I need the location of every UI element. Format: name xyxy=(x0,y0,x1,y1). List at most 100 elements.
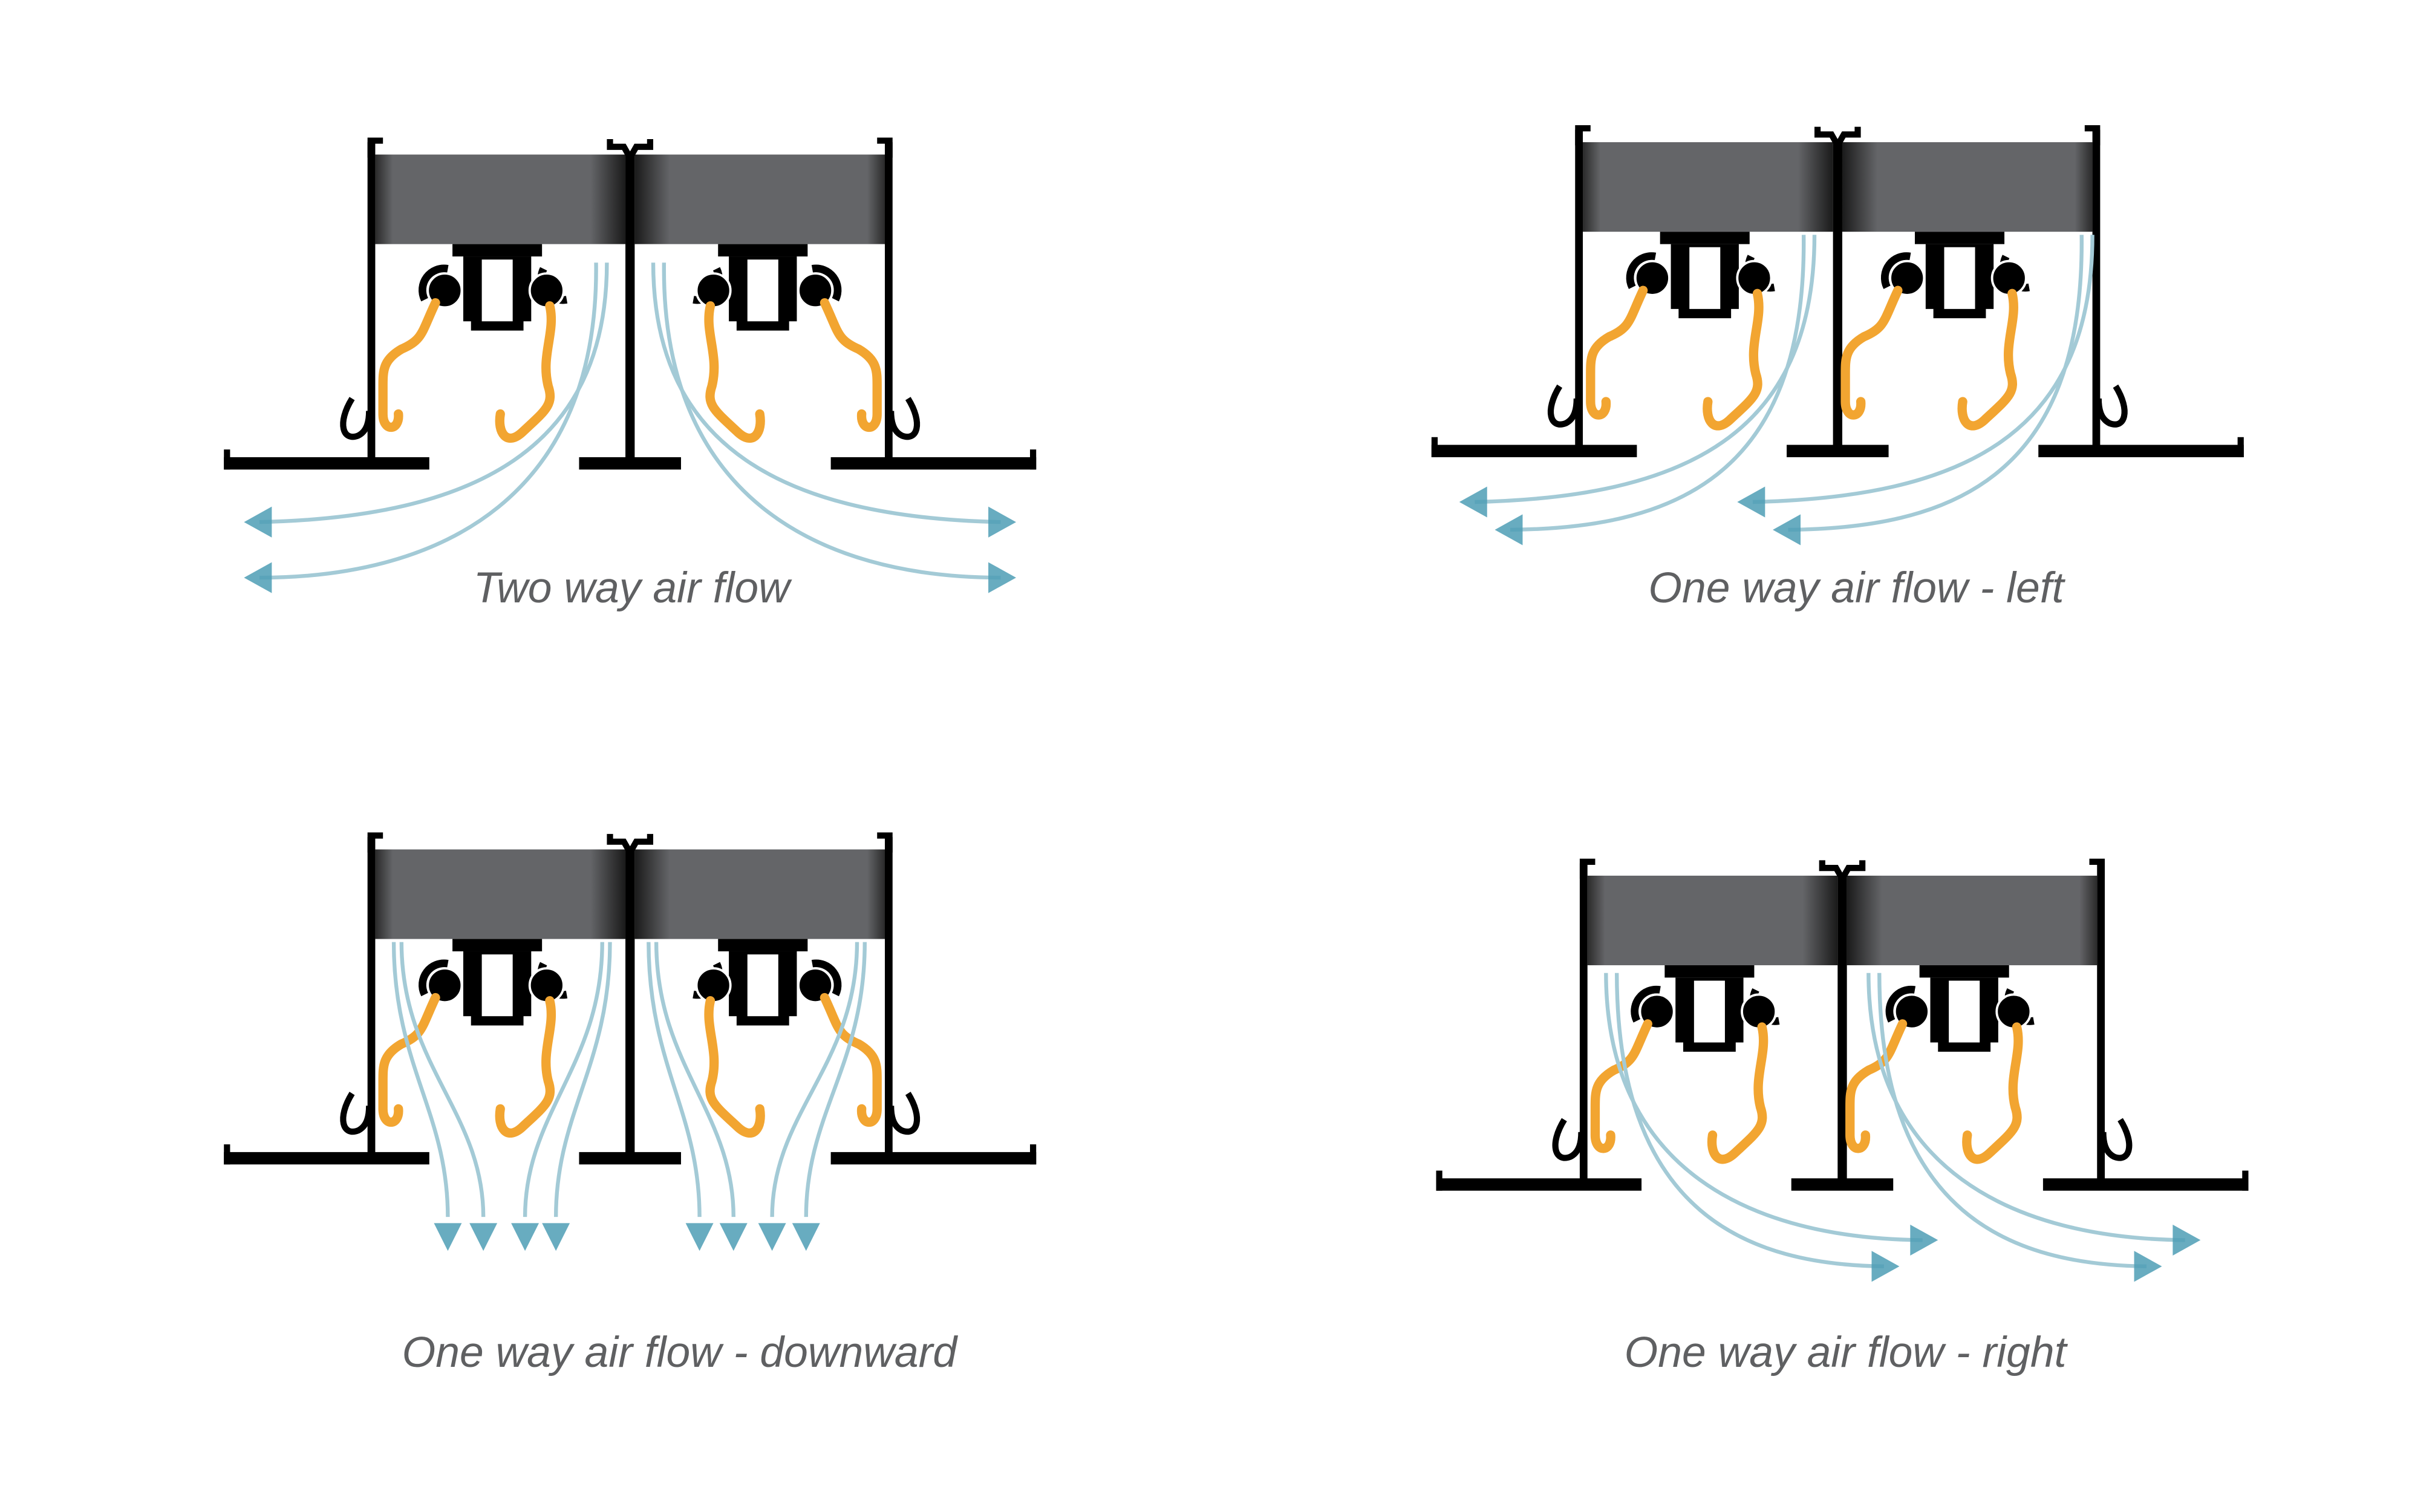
pivot-circle xyxy=(528,272,565,309)
airflow-line xyxy=(1510,235,1806,532)
pivot-circle xyxy=(528,967,565,1004)
airflow-line xyxy=(1615,973,1884,1269)
motor-mount xyxy=(1919,965,2009,978)
left-flange-lip xyxy=(1431,437,1438,457)
pivot-circle xyxy=(1995,993,2032,1030)
blade-right xyxy=(704,301,765,443)
filter-block-right xyxy=(634,849,885,939)
right-wall xyxy=(2092,129,2101,451)
pivot-circle xyxy=(695,272,732,309)
blade-left xyxy=(1590,1019,1652,1153)
damper-slot xyxy=(378,244,568,443)
j-hook-right xyxy=(2100,1118,2133,1161)
pivot-cap xyxy=(419,959,449,997)
left-wall xyxy=(1575,129,1583,451)
airflow-arrowhead-icon xyxy=(1459,486,1487,518)
caption-one-way-downward: One way air flow - downward xyxy=(402,1328,959,1377)
airflow-arrowhead-icon xyxy=(1773,514,1801,546)
caption-one-way-right: One way air flow - right xyxy=(1625,1328,2068,1377)
filter-block-right xyxy=(1842,142,2093,232)
j-hook-left xyxy=(1547,384,1580,428)
left-wall xyxy=(367,837,376,1159)
diagram-two-way xyxy=(224,137,1037,593)
j-hook-right xyxy=(888,397,921,440)
airflow-arrowhead-icon xyxy=(988,562,1017,593)
left-wall xyxy=(1579,863,1588,1185)
left-flange-lip xyxy=(224,449,230,470)
airflow-line xyxy=(662,262,1001,580)
motor-window xyxy=(481,954,513,1017)
airflow-line xyxy=(770,942,859,1217)
airflow-line xyxy=(1866,973,2185,1242)
right-flange xyxy=(2042,1178,2249,1191)
right-wall-lip xyxy=(2084,125,2101,146)
center-divider xyxy=(1837,872,1847,1185)
pivot-circle xyxy=(1736,259,1773,296)
airflow-arrowhead-icon xyxy=(685,1223,714,1251)
left-wall-lip xyxy=(367,832,383,853)
right-flange xyxy=(2038,445,2244,457)
blade-left xyxy=(820,298,882,432)
airflow-arrowhead-icon xyxy=(244,562,272,593)
airflow-arrowhead-icon xyxy=(2134,1251,2162,1282)
filter-block-left xyxy=(375,154,626,244)
motor-window xyxy=(1693,980,1725,1043)
j-hook-left xyxy=(1552,1118,1585,1161)
center-flange xyxy=(1791,1178,1894,1191)
left-wall-lip xyxy=(1579,858,1596,879)
damper-slot xyxy=(1586,232,1775,431)
caption-one-way-left: One way air flow - left xyxy=(1648,564,2065,612)
blade-right xyxy=(1703,288,1764,431)
motor-window xyxy=(1949,980,1980,1043)
right-wall xyxy=(2097,863,2105,1185)
airflow-arrowhead-icon xyxy=(1737,486,1765,518)
left-flange-lip xyxy=(1436,1170,1442,1191)
motor-mount xyxy=(452,244,543,257)
center-flange xyxy=(579,1152,681,1165)
blade-left xyxy=(1586,285,1648,420)
airflow-arrowhead-icon xyxy=(719,1223,748,1251)
pivot-circle xyxy=(1741,993,1778,1030)
airflow-line xyxy=(1475,235,1817,504)
airflow-line xyxy=(259,262,598,580)
airflow-arrowhead-icon xyxy=(792,1223,820,1251)
airflow-arrowhead-icon xyxy=(542,1223,570,1251)
right-wall-lip xyxy=(877,832,893,853)
right-wall-lip xyxy=(2089,858,2105,879)
diagram-one-way-downward xyxy=(224,832,1037,1251)
pivot-cap xyxy=(419,264,449,302)
right-flange-lip xyxy=(1029,449,1037,470)
damper-slot xyxy=(378,939,568,1138)
airflow-line xyxy=(1788,235,2084,532)
blade-right xyxy=(1962,1022,2023,1164)
filter-block-left xyxy=(1583,142,1833,232)
airflow-line xyxy=(1877,973,2147,1269)
left-wall-lip xyxy=(367,137,383,158)
airflow-line xyxy=(654,942,735,1217)
motor-mount xyxy=(1660,232,1750,244)
diagram-one-way-left xyxy=(1431,125,2244,546)
j-hook-right xyxy=(2095,384,2128,428)
center-flange xyxy=(579,457,681,470)
airflow-line xyxy=(399,942,486,1217)
left-wall-lip xyxy=(1575,125,1591,146)
blade-right xyxy=(1707,1022,1768,1164)
blade-right xyxy=(1957,288,2018,431)
blade-left xyxy=(378,992,440,1127)
pivot-cap xyxy=(1885,985,1916,1023)
pivot-circle xyxy=(1990,259,2027,296)
filter-block-left xyxy=(375,849,626,939)
right-flange-lip xyxy=(2242,1170,2249,1191)
right-flange xyxy=(830,1152,1037,1165)
airflow-line xyxy=(259,262,609,524)
damper-slot xyxy=(1845,965,2035,1164)
right-flange xyxy=(830,457,1037,470)
right-wall xyxy=(884,142,893,464)
j-hook-right xyxy=(888,1092,921,1135)
filter-block-right xyxy=(634,154,885,244)
blade-right xyxy=(495,301,556,443)
pivot-cap xyxy=(1626,252,1657,289)
right-wall-lip xyxy=(877,137,893,158)
center-divider xyxy=(1833,138,1842,451)
damper-slot xyxy=(1590,965,1780,1164)
